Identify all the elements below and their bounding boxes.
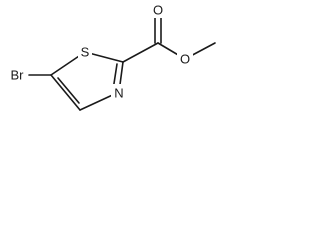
atom-bromine: Br [11, 68, 25, 83]
bond-c4-c5 [50, 74, 81, 111]
atoms: Br S N O O [6, 1, 193, 102]
atom-carbonyl-oxygen: O [153, 3, 163, 18]
bond-c4-c5-inner [57, 77, 80, 104]
bond-c2-ccarbonyl [122, 42, 159, 63]
atom-sulfur: S [81, 45, 90, 60]
atom-nitrogen: N [114, 86, 123, 101]
chemical-structure: Br S N O O [6, 1, 216, 111]
atom-ester-oxygen: O [180, 52, 190, 67]
